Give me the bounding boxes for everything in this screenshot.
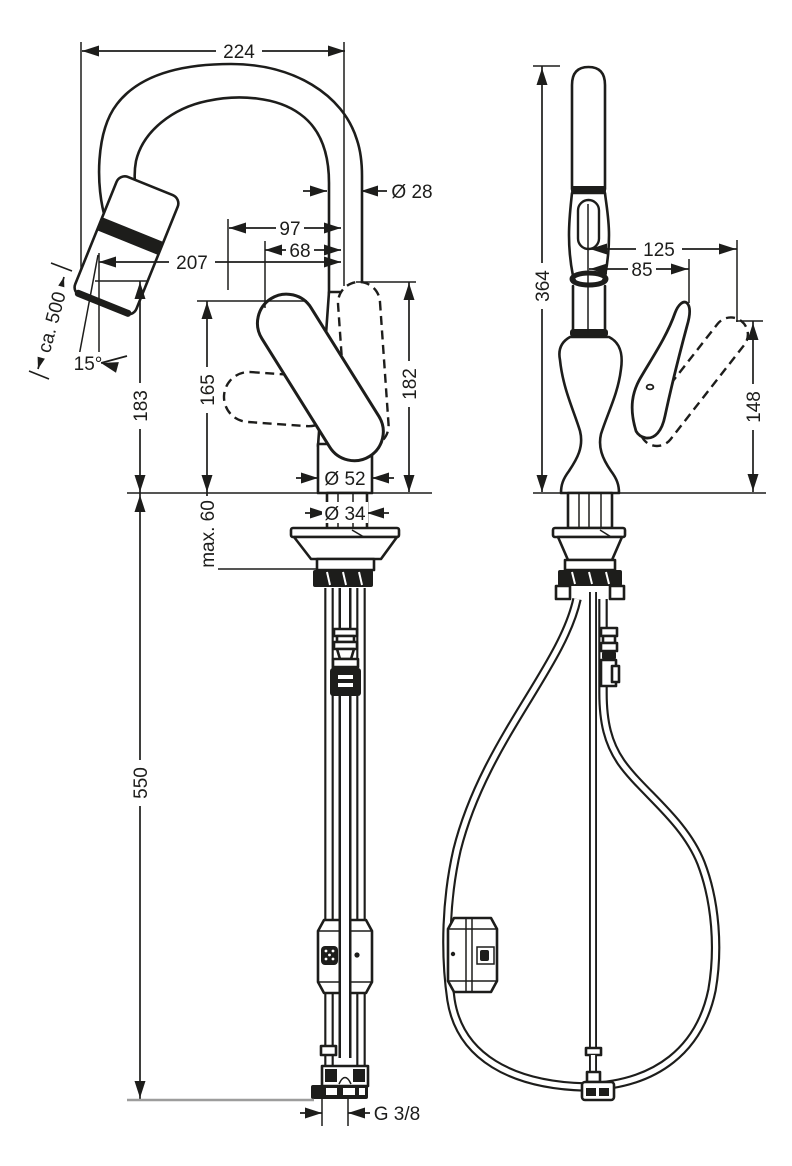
dim-label-165: 165: [198, 374, 219, 406]
faucet-body-front: [558, 335, 623, 495]
dim-label-d28: Ø 28: [391, 182, 432, 203]
pullout-hose-front: [580, 592, 616, 1102]
handle-solid-front: [630, 300, 692, 440]
dim-label-125: 125: [643, 240, 675, 261]
mounting-shank-front: [551, 491, 627, 601]
spray-head: [73, 175, 180, 317]
dim-label-550: 550: [131, 767, 152, 799]
spout-arch: [97, 62, 364, 300]
bottom-connector-side: [311, 1044, 370, 1099]
grip-joint-band: [571, 186, 606, 193]
dim-label-d52: Ø 52: [324, 469, 365, 490]
dim-label-d34: Ø 34: [324, 504, 366, 525]
handle-solid: [255, 292, 385, 463]
dim-label-97: 97: [279, 219, 300, 240]
front-view: [442, 65, 750, 1102]
neck-band: [570, 329, 608, 337]
dim-label-max60: max. 60: [198, 500, 219, 568]
hose-weight-front: [446, 916, 499, 994]
hose-coupling-front: [599, 626, 621, 688]
dim-label-15deg: 15°: [74, 354, 103, 375]
dim-label-224: 224: [223, 42, 255, 63]
handle-screw-hole: [645, 383, 655, 391]
dim-label-85: 85: [631, 260, 652, 281]
outlet-ring: [569, 270, 609, 288]
hose-coupling-side: [330, 627, 361, 696]
hose-loop: [442, 597, 721, 1092]
dim-label-g38: G 3/8: [374, 1104, 420, 1125]
dim-label-183: 183: [131, 390, 152, 422]
dimension-labels: 224 Ø 28 97 68 207 ca. 500 15° 183 165 1…: [30, 40, 765, 1125]
dim-label-182: 182: [400, 368, 421, 400]
dim-label-207: 207: [176, 253, 208, 274]
dim-label-68: 68: [289, 241, 310, 262]
dim-label-364: 364: [533, 270, 554, 302]
side-view: [73, 62, 401, 1099]
dim-label-148: 148: [744, 391, 765, 423]
pullout-grip: [570, 65, 607, 191]
